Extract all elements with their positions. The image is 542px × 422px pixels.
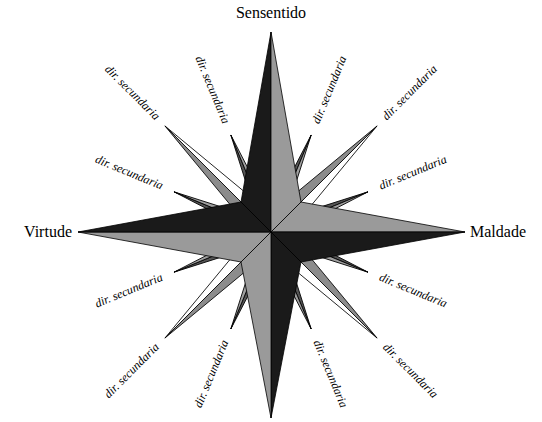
direction-label: dir. secundaria — [377, 153, 449, 193]
direction-label: dir. secundaria — [102, 63, 163, 124]
direction-label: dir. secundaria — [93, 153, 165, 193]
direction-label: dir. secundaria — [93, 271, 165, 311]
direction-label: dir. secundaria — [310, 338, 350, 410]
direction-label: dir. secundaria — [192, 54, 232, 126]
direction-label: dir. secundaria — [379, 340, 440, 401]
direction-label: dir. secundaria — [310, 54, 350, 126]
direction-label: dir. secundaria — [192, 338, 232, 410]
cardinal-label: Sensentido — [236, 4, 306, 22]
direction-label: dir. secundaria — [377, 271, 449, 311]
cardinal-label: Virtude — [24, 223, 72, 241]
direction-label: dir. secundaria — [102, 340, 163, 401]
cardinal-label: Maldade — [470, 223, 526, 241]
direction-label: dir. secundaria — [379, 63, 440, 124]
